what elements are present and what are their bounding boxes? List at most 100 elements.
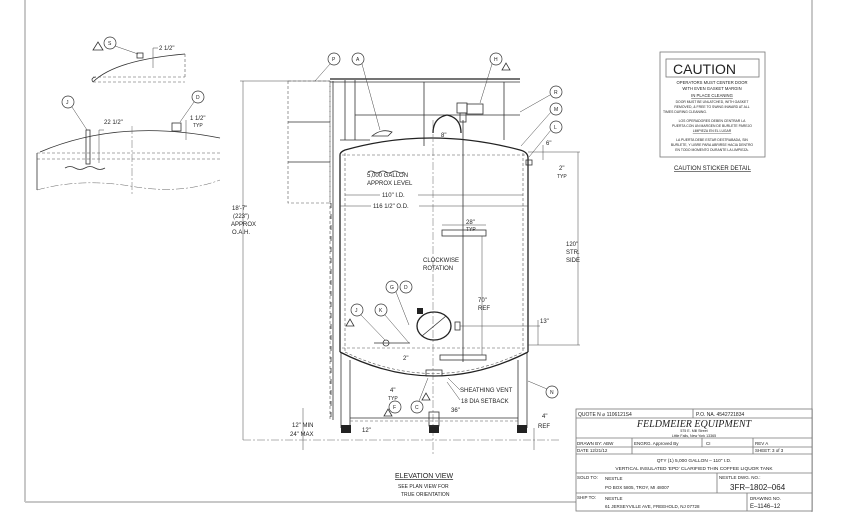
engrg-approved: ENGRG. Approved By bbox=[634, 441, 679, 446]
tank-shell bbox=[339, 120, 529, 455]
caution-line: WITH EVEN GASKET MARGIN bbox=[682, 86, 741, 91]
spray-arm bbox=[432, 114, 462, 134]
date: DATE 12/21/12 bbox=[577, 448, 608, 453]
caution-line: LOS OPERADORES DEBEN CENTRAR LA bbox=[679, 119, 746, 123]
sheet-number: SHEET: 3 of 3 bbox=[755, 448, 784, 453]
title-block: QUOTE N ⌀ 1106121S4 P.O. NA. 4542721834 … bbox=[575, 408, 813, 512]
setback-label: 18 DIA SETBACK bbox=[461, 399, 509, 405]
ref-4-label: REF bbox=[538, 424, 550, 430]
caution-line: IN PLACE CLEANING bbox=[691, 93, 733, 98]
bubble-l bbox=[549, 120, 563, 134]
caution-line: REMOVED, & FREE TO SWING INWARD AT ALL bbox=[674, 105, 749, 109]
agitator-motor bbox=[466, 103, 484, 115]
dim-12: 12" bbox=[362, 428, 371, 434]
bubble-a-label: A bbox=[356, 57, 360, 63]
ship-to-name: NESTLE bbox=[605, 496, 623, 501]
bubble-j bbox=[61, 95, 75, 109]
dim-2-half: 2 1/2" bbox=[159, 46, 174, 52]
ref-70-label: REF bbox=[478, 306, 490, 312]
caution-line: BURLETE, Y LIBRE PARA ABRIRSE HACIA DENT… bbox=[671, 143, 754, 147]
side-manway-door bbox=[416, 311, 452, 341]
sheathing-vent-label: SHEATHING VENT bbox=[460, 388, 513, 394]
bubble-k bbox=[374, 303, 388, 317]
view-title: ELEVATION VIEW bbox=[395, 473, 453, 480]
tank-legs bbox=[340, 352, 528, 433]
main-head-detail: 22 1/2" J D 1 1/2" TYP bbox=[36, 90, 221, 195]
bubble-p-label: P bbox=[332, 57, 336, 63]
caution-line: LIMPIEZA EN EL LUGAR bbox=[693, 129, 732, 133]
caution-line: PUERTA CON UN MARGEN DE BURLETE PAREJO bbox=[672, 124, 752, 128]
bubble-p bbox=[327, 52, 341, 66]
caution-text: OPERATORS MUST CENTER DOOR WITH EVEN GAS… bbox=[663, 80, 753, 152]
bubble-r-label: R bbox=[554, 90, 558, 96]
dim-8: 8" bbox=[441, 133, 446, 139]
bubble-h bbox=[489, 52, 503, 66]
caution-sticker: CAUTION OPERATORS MUST CENTER DOOR WITH … bbox=[659, 51, 766, 172]
rotation-label-2: ROTATION bbox=[423, 266, 453, 272]
top-head-detail: 2 1/2" S bbox=[91, 36, 186, 83]
bubble-m-label: M bbox=[554, 107, 558, 113]
od-dim: 116 1/2" O.D. bbox=[373, 204, 409, 210]
agitator-blade-lower bbox=[439, 354, 487, 361]
bubble-r bbox=[549, 85, 563, 99]
caution-line: LA PUERTA DEBE ESTAR DESTRABADA, SIN bbox=[676, 138, 748, 142]
bubble-f-label: F bbox=[393, 405, 396, 411]
straight-side-side: SIDE bbox=[566, 258, 580, 264]
callout-bubbles: P A H R M L G D J K F C N bbox=[314, 52, 563, 417]
revision-triangle-icon bbox=[501, 62, 511, 71]
drawn-by: DRAWN BY: ABW bbox=[577, 441, 614, 446]
ladder-cage bbox=[287, 80, 334, 420]
height-dim-oah: O.A.H. bbox=[232, 230, 250, 236]
straight-side-dim: 120" bbox=[566, 242, 578, 248]
height-dim-approx: APPROX bbox=[231, 222, 256, 228]
caution-caption: CAUTION STICKER DETAIL bbox=[674, 166, 752, 172]
bubble-l-label: L bbox=[554, 125, 557, 131]
bubble-j-label: J bbox=[66, 100, 69, 106]
dim-22-half: 22 1/2" bbox=[104, 120, 123, 126]
dim-2-typ-label: TYP bbox=[557, 174, 567, 180]
bubble-g bbox=[385, 280, 399, 294]
customer-dwg-number: 3FR–1802–064 bbox=[730, 483, 786, 492]
description-line-1: QTY (1) 5,000 GALLON – 110" I.D. bbox=[657, 458, 732, 464]
company-address: 575 E. Mill Street bbox=[680, 429, 707, 433]
revision: REV A bbox=[755, 441, 768, 446]
caution-line: DOOR MUST BE UNLATCHED, WITH GASKET bbox=[676, 100, 749, 104]
bubble-g-label: G bbox=[390, 285, 394, 291]
dim-4-typ: 4" bbox=[390, 388, 395, 394]
agitator-drive bbox=[456, 102, 468, 114]
bubble-d-label: D bbox=[404, 285, 408, 291]
dim-36: 36" bbox=[451, 408, 460, 414]
bubble-n bbox=[545, 385, 559, 399]
description-line-2: VERTICAL INSULATED 'EPD' CLARIFIED THIN … bbox=[615, 466, 773, 472]
dim-13: 13" bbox=[540, 319, 549, 325]
drawing-number-label: DRAWING NO. bbox=[750, 496, 781, 501]
bubble-d-label: D bbox=[196, 95, 200, 101]
view-subtitle-2: TRUE ORIENTATION bbox=[401, 492, 450, 498]
level-label: 5,000 GALLON bbox=[367, 173, 408, 179]
caution-line: TIMES DURING CLEANING. bbox=[663, 110, 707, 114]
revision-triangle-icon bbox=[345, 318, 355, 327]
sold-to-address: PO BOX 5805, TROY, MI 48007 bbox=[605, 485, 670, 490]
caution-line: EN TODO MOMENTO DURANTE LA LIMPIEZA. bbox=[675, 148, 749, 152]
bubble-c-label: C bbox=[415, 405, 419, 411]
id-dim: 110" I.D. bbox=[382, 193, 405, 199]
bubble-a bbox=[351, 52, 365, 66]
bubble-j bbox=[350, 303, 364, 317]
bubble-s bbox=[103, 36, 117, 50]
agitator-dim-typ: TYP bbox=[466, 227, 476, 233]
dim-2-typ: 2" bbox=[559, 166, 564, 172]
elevation-view: 18'-7" (223") APPROX O.A.H. bbox=[231, 52, 580, 498]
rotation-label: CLOCKWISE bbox=[423, 258, 459, 264]
drawing-number: E–1146–12 bbox=[750, 504, 781, 510]
caution-title: CAUTION bbox=[673, 61, 736, 77]
customer-dwg-label: NESTLE DWG. NO.: bbox=[719, 475, 761, 480]
po-number: P.O. NA. 4542721834 bbox=[696, 412, 744, 418]
approver: CI bbox=[706, 441, 711, 446]
bubble-m bbox=[549, 102, 563, 116]
bubble-s-label: S bbox=[108, 41, 112, 47]
bubble-n-label: N bbox=[550, 390, 554, 396]
straight-side-str: STR. bbox=[566, 250, 580, 256]
revision-triangle-icon bbox=[92, 41, 104, 51]
revision-triangle-icon bbox=[421, 392, 431, 401]
height-dim: 18'-7" bbox=[232, 206, 247, 212]
